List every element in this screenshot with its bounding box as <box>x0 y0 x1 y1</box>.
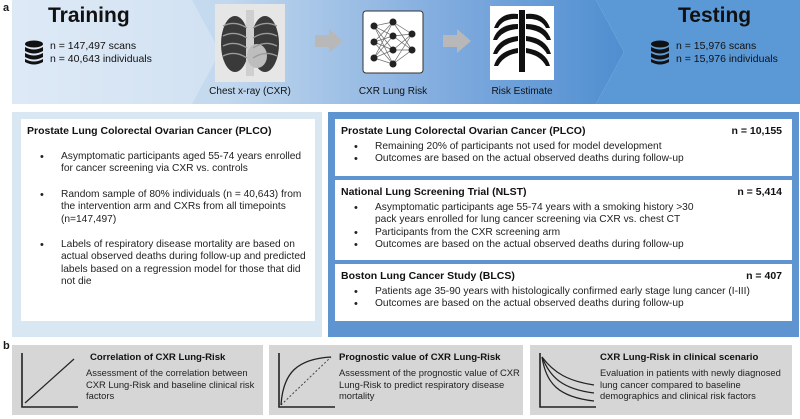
analysis-title: CXR Lung-Risk in clinical scenario <box>600 352 759 363</box>
testing-card-title: Prostate Lung Colorectal Ovarian Cancer … <box>341 125 586 137</box>
pipeline-caption-cxr: Chest x-ray (CXR) <box>209 86 291 97</box>
analysis-box-clinical: CXR Lung-Risk in clinical scenario Evalu… <box>530 345 792 415</box>
analysis-description: Evaluation in patients with newly diagno… <box>600 367 781 401</box>
analysis-box-correlation: Correlation of CXR Lung-Risk Assessment … <box>12 345 263 415</box>
cohort-count: n = 5,414 <box>737 186 782 198</box>
training-scans: n = 147,497 scans <box>50 40 137 52</box>
list-item: Outcomes are based on the actual observe… <box>341 239 784 252</box>
cohort-count: n = 407 <box>746 270 782 282</box>
pipeline-caption-model: CXR Lung Risk <box>358 86 428 97</box>
roc-curve-icon <box>278 353 335 408</box>
training-card: Prostate Lung Colorectal Ovarian Cancer … <box>21 119 315 321</box>
training-individuals: n = 40,643 individuals <box>50 53 152 65</box>
testing-card-title: National Lung Screening Trial (NLST) <box>341 186 527 198</box>
list-item: Patients age 35-90 years with histologic… <box>341 286 784 299</box>
list-item: Asymptomatic participants age 55-74 year… <box>341 202 784 227</box>
testing-scans: n = 15,976 scans <box>676 40 757 52</box>
chest-xray-image <box>215 4 285 82</box>
testing-title: Testing <box>678 4 752 27</box>
database-icon <box>651 40 669 65</box>
analysis-title: Prognostic value of CXR Lung-Risk <box>339 352 501 363</box>
list-item: Outcomes are based on the actual observe… <box>341 153 784 166</box>
testing-card-title: Boston Lung Cancer Study (BLCS) <box>341 270 515 282</box>
list-item: Participants from the CXR screening arm <box>341 227 784 240</box>
panel-letter-a: a <box>3 2 10 14</box>
training-card-title: Prostate Lung Colorectal Ovarian Cancer … <box>27 125 272 137</box>
top-banner <box>12 0 800 104</box>
testing-card-nlst: National Lung Screening Trial (NLST) n =… <box>335 180 792 260</box>
database-icon <box>25 40 43 65</box>
panel-letter-b: b <box>3 340 10 352</box>
neural-network-icon <box>362 10 424 74</box>
list-item: Labels of respiratory disease mortality … <box>27 239 307 289</box>
ribcage-icon <box>490 6 554 80</box>
training-title: Training <box>48 4 130 27</box>
list-item: Random sample of 80% individuals (n = 40… <box>27 189 307 226</box>
list-item: Asymptomatic participants aged 55-74 yea… <box>27 151 307 176</box>
testing-individuals: n = 15,976 individuals <box>676 53 778 65</box>
cohort-count: n = 10,155 <box>731 125 783 137</box>
analysis-description: Assessment of the prognostic value of CX… <box>339 367 520 401</box>
testing-card-blcs: Boston Lung Cancer Study (BLCS) n = 407 … <box>335 264 792 321</box>
list-item: Outcomes are based on the actual observe… <box>341 298 784 311</box>
analysis-description: Assessment of the correlation between CX… <box>86 367 255 401</box>
list-item: Remaining 20% of participants not used f… <box>341 141 784 154</box>
right-arrow-icon <box>443 29 471 53</box>
right-arrow-icon <box>315 29 343 53</box>
survival-curve-icon <box>539 353 596 408</box>
analysis-box-prognostic: Prognostic value of CXR Lung-Risk Assess… <box>269 345 523 415</box>
testing-card-plco: Prostate Lung Colorectal Ovarian Cancer … <box>335 119 792 176</box>
pipeline-caption-estimate: Risk Estimate <box>491 86 553 97</box>
analysis-title: Correlation of CXR Lung-Risk <box>90 352 226 363</box>
line-plot-icon <box>21 353 78 408</box>
